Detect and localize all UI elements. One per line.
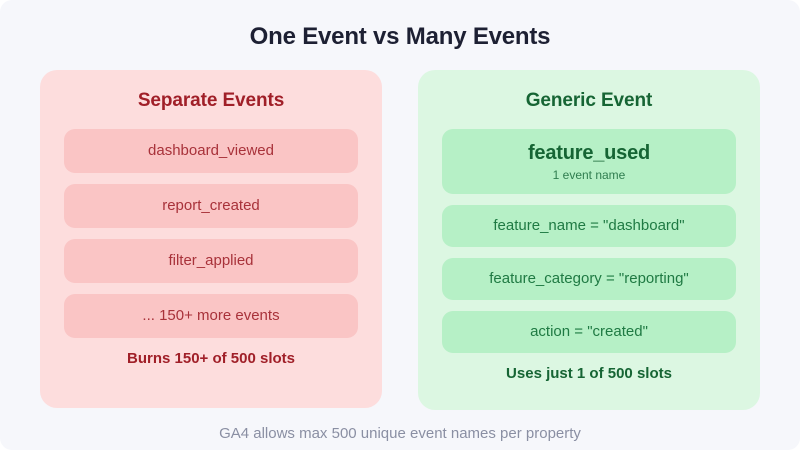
list-item: report_created [64,184,358,228]
panel-separate-events: Separate Events dashboard_viewed report_… [40,70,382,408]
page-title: One Event vs Many Events [249,23,551,50]
panel-separate-footer: Burns 150+ of 500 slots [127,350,295,367]
list-item: action = "created" [442,311,736,353]
panel-generic-heading: Generic Event [525,90,653,111]
generic-event-list: feature_used 1 event name feature_name =… [442,129,736,353]
generic-event-subtitle: 1 event name [552,168,626,182]
separate-events-list: dashboard_viewed report_created filter_a… [64,129,358,338]
list-item: feature_name = "dashboard" [442,205,736,247]
list-item: feature_category = "reporting" [442,258,736,300]
footer-caption: GA4 allows max 500 unique event names pe… [219,425,581,442]
panel-generic-footer: Uses just 1 of 500 slots [506,365,672,382]
generic-event-card: feature_used 1 event name [442,129,736,194]
list-item: filter_applied [64,239,358,283]
list-item: ... 150+ more events [64,294,358,338]
panel-generic-event: Generic Event feature_used 1 event name … [418,70,760,410]
generic-event-name: feature_used [527,142,651,164]
panel-separate-heading: Separate Events [137,90,285,111]
list-item: dashboard_viewed [64,129,358,173]
